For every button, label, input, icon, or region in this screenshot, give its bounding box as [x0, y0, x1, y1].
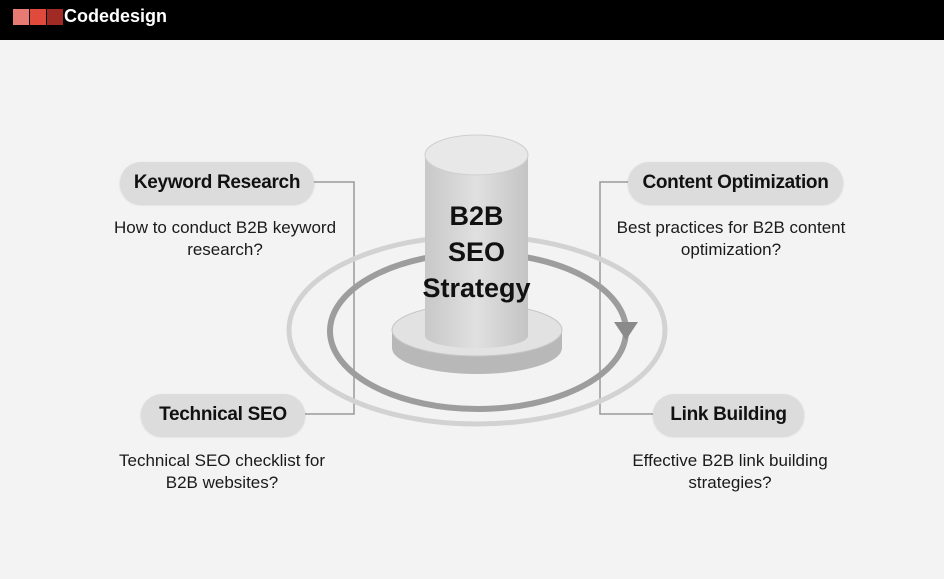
cylinder-body [425, 155, 528, 349]
desc-keyword-research: How to conduct B2B keyword research? [113, 218, 337, 259]
connector-right [599, 181, 653, 415]
logo-square-2 [30, 9, 46, 25]
logo-square-3 [47, 9, 63, 25]
node-link-building[interactable]: Link Building [653, 394, 804, 436]
logo-square-1 [13, 9, 29, 25]
desc-technical-seo: Technical SEO checklist for B2B websites… [119, 451, 325, 492]
header-bar: Codedesign [0, 0, 944, 40]
desc-link-building: Effective B2B link building strategies? [632, 451, 828, 492]
center-line-1: B2B [449, 201, 504, 231]
arrow-head-icon [614, 322, 638, 340]
node-content-optimization[interactable]: Content Optimization [628, 162, 843, 204]
node-technical-seo[interactable]: Technical SEO [141, 394, 305, 436]
node-keyword-research[interactable]: Keyword Research [120, 162, 314, 204]
center-line-3: Strategy [422, 273, 531, 303]
center-title: B2B SEO Strategy [400, 198, 553, 306]
brand-name[interactable]: Codedesign [64, 6, 168, 26]
diagram [286, 134, 668, 427]
desc-content-optimization: Best practices for B2B content optimizat… [616, 218, 846, 259]
cylinder-top [424, 134, 529, 176]
center-line-2: SEO [447, 237, 506, 267]
connector-left [305, 181, 355, 415]
